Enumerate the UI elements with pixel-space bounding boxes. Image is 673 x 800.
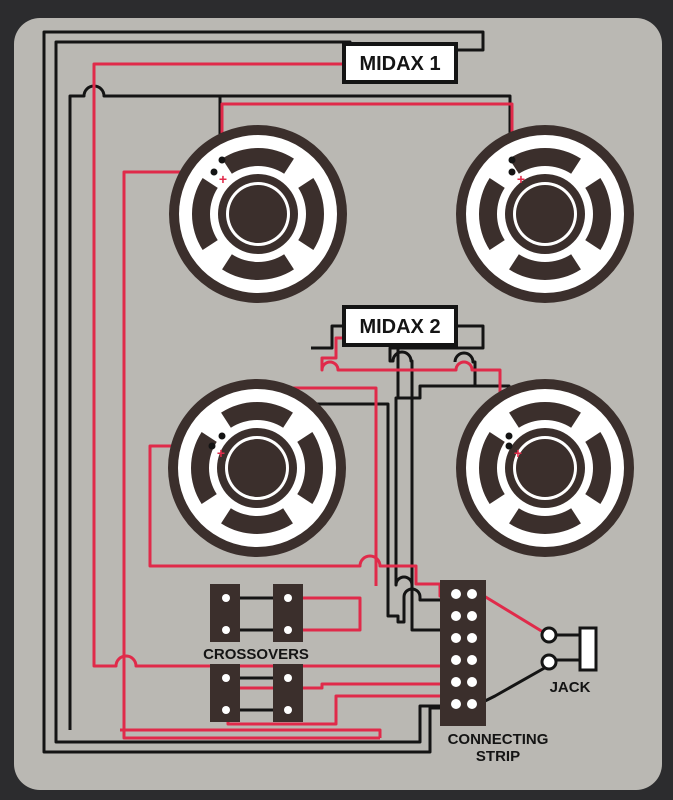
speaker-terminal [505,442,513,450]
connecting-strip-label-line2: STRIP [476,748,520,765]
strip-terminal [451,655,461,665]
connecting-strip: CONNECTING STRIP [440,580,548,765]
midax-1-label: MIDAX 1 [359,53,440,75]
crossovers: CROSSOVERS [203,584,309,722]
speaker-plus-sign: + [217,445,225,461]
crossover-terminal [284,706,292,714]
black-wire-midax2-b [311,324,350,350]
speaker-terminal [508,168,516,176]
midax-2-box: MIDAX 2 [342,305,458,347]
strip-terminal [467,699,477,709]
strip-terminal [451,699,461,709]
crossover-terminal [222,626,230,634]
jack-terminal-lower [540,653,558,671]
speaker-slot [221,401,293,428]
red-wire-strip-bottom [120,728,382,738]
crossover-terminal [222,594,230,602]
speaker-slot [585,432,611,504]
speaker-slot [298,178,324,250]
strip-terminal [467,589,477,599]
speakers: + + + + [168,125,634,557]
black-wire-midax2 [388,324,485,632]
strip-terminal [451,677,461,687]
speaker-slot [479,432,505,504]
speaker-terminal [505,432,513,440]
crossovers-label: CROSSOVERS [203,646,309,663]
speaker-dust-cap [229,185,287,243]
red-wire-crossover-upper [288,596,362,632]
red-wire-bottom-left-plus [148,444,456,598]
speaker-dust-cap [516,439,574,497]
jack-body [578,626,598,672]
speaker-top-left: + [169,125,347,303]
speaker-bottom-left: + [168,379,346,557]
crossover-terminal [284,674,292,682]
speaker-slot [509,254,581,280]
speaker-bottom-right: + [456,379,634,557]
speaker-terminal [508,156,516,164]
strip-terminal [467,611,477,621]
jack: JACK [540,626,598,696]
black-wire-bottom-left-speaker [217,402,450,624]
speaker-slot [509,508,581,534]
speaker-dust-cap [228,439,286,497]
black-wire-bottom-speakers [394,348,414,588]
speaker-slot [297,432,323,504]
speaker-terminal [218,156,226,164]
black-wire-outer-loop [42,30,485,754]
jack-terminal-upper [540,626,558,644]
speaker-slot [479,178,505,250]
crossover-terminal [284,594,292,602]
speaker-terminal [210,168,218,176]
connecting-strip-label-line1: CONNECTING [448,731,549,748]
strip-terminal [451,611,461,621]
black-wire-bottom-right [453,351,511,436]
speaker-slot [509,148,581,174]
midax-1-box: MIDAX 1 [342,42,458,84]
speaker-plus-sign: + [517,171,525,187]
speaker-slot [509,402,581,428]
strip-terminal [451,589,461,599]
speaker-slot [585,178,612,250]
strip-terminal [467,655,477,665]
speaker-top-right: + [456,125,634,303]
crossover-terminal [222,674,230,682]
jack-label: JACK [550,679,591,696]
crossover-terminal [222,706,230,714]
speaker-slot [222,148,294,174]
speaker-terminal [218,432,226,440]
speaker-slot [222,254,294,280]
black-wire-frame-loop [54,40,549,744]
speaker-plus-sign: + [219,171,227,187]
red-wire-top-left-plus [122,170,380,740]
midax-2-label: MIDAX 2 [359,316,440,338]
red-wire-midax2-loop [320,336,502,424]
strip-terminal [467,633,477,643]
speaker-slot [191,178,218,250]
speaker-dust-cap [516,185,574,243]
strip-terminal [467,677,477,687]
crossover-terminal [284,626,292,634]
speaker-terminal [208,442,216,450]
speaker-slot [221,508,293,534]
speaker-plus-sign: + [514,445,522,461]
black-wire-bottom-left [398,384,475,400]
speaker-slot [191,432,217,504]
strip-terminal [451,633,461,643]
